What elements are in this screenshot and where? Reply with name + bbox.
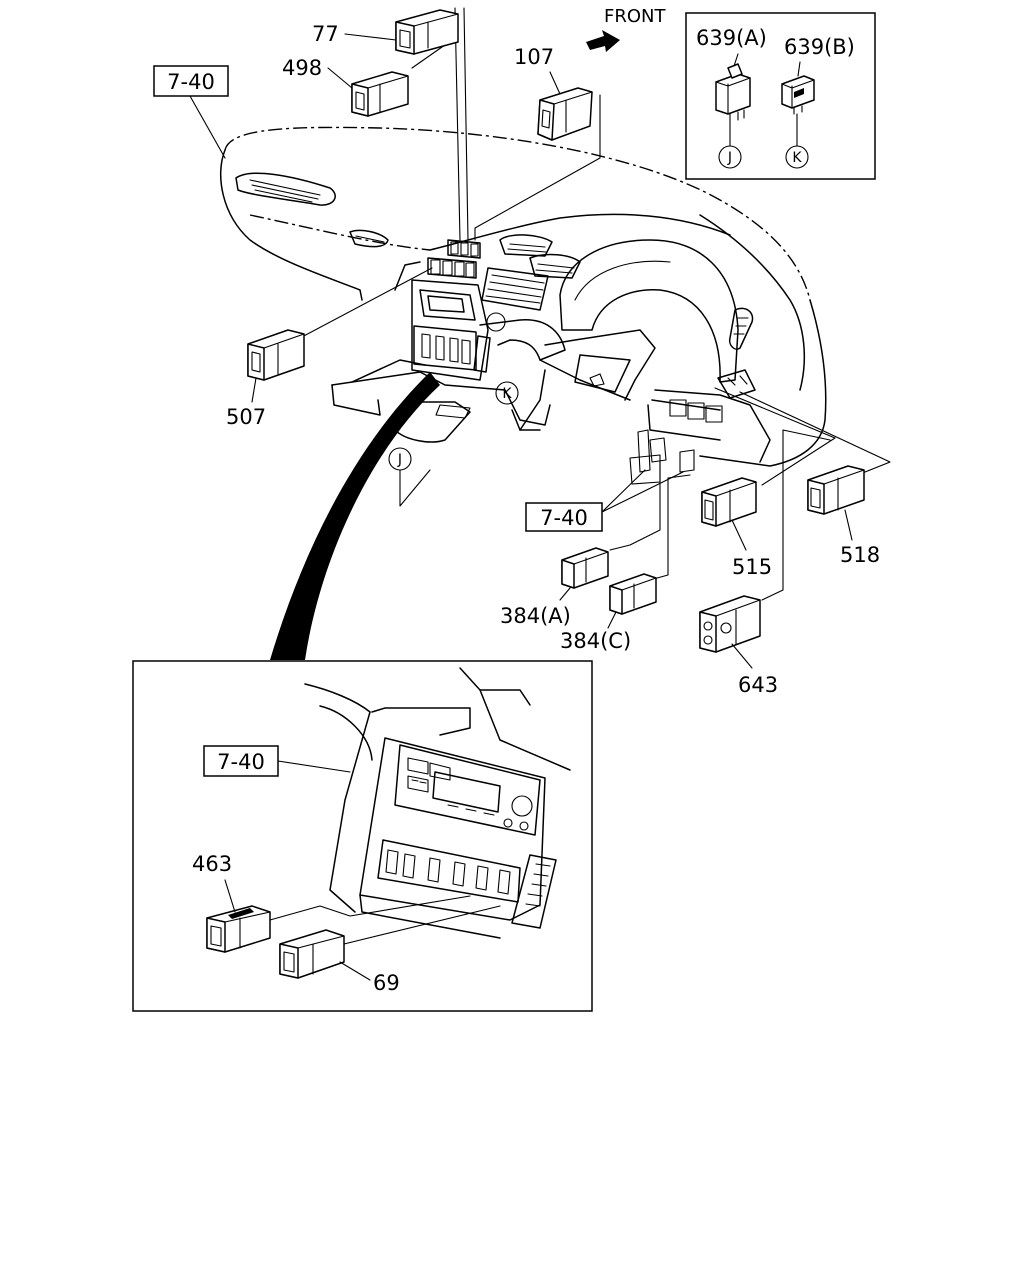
- label-463: 463: [192, 852, 232, 876]
- front-direction: FRONT: [586, 6, 666, 52]
- switch-384c: 384(C): [560, 573, 657, 653]
- detail-j-label: J: [727, 150, 732, 166]
- center-switch-sockets: [629, 429, 695, 485]
- switch-107: 107: [514, 45, 593, 141]
- label-498: 498: [282, 56, 322, 80]
- ref-box-center-switches: 7-40: [525, 469, 684, 532]
- left-center-vent: [349, 229, 389, 248]
- label-515: 515: [732, 555, 772, 579]
- ref-box-main-dash: 7-40: [153, 65, 229, 159]
- front-label: FRONT: [604, 6, 666, 27]
- dashboard-outline: [219, 126, 827, 467]
- label-507: 507: [226, 405, 266, 429]
- switch-639a: [715, 53, 751, 147]
- label-639b: 639(B): [784, 35, 855, 59]
- detail-k-label: K: [792, 150, 802, 166]
- label-518: 518: [840, 543, 880, 567]
- center-vents: [481, 234, 581, 311]
- label-643: 643: [738, 673, 778, 697]
- switch-515: 515: [701, 477, 772, 579]
- label-107: 107: [514, 45, 554, 69]
- switch-463: 463: [192, 852, 471, 953]
- switch-77: 77: [312, 9, 459, 55]
- switch-384a: 384(A): [500, 547, 609, 628]
- label-69: 69: [373, 971, 400, 995]
- center-console: [331, 261, 656, 443]
- switch-498: 498: [282, 56, 409, 117]
- inset-detail-box: 7-40 463 69: [132, 660, 593, 1012]
- ref-label-inset: 7-40: [217, 750, 265, 774]
- ref-label-center-switches: 7-40: [540, 506, 588, 530]
- detail-box-639: 639(A) 639(B) J K: [685, 12, 876, 180]
- label-384a: 384(A): [500, 604, 571, 628]
- switch-518: 518: [807, 465, 880, 567]
- label-639a: 639(A): [696, 26, 767, 50]
- front-arrow-icon: [586, 30, 620, 52]
- callout-k: K: [495, 381, 519, 405]
- callout-j-label: J: [397, 452, 402, 468]
- ref-label-main-dash: 7-40: [167, 70, 215, 94]
- upper-switch-sockets: [427, 239, 481, 279]
- right-lower-panel: [647, 369, 771, 463]
- instrument-cluster: [559, 239, 754, 383]
- switch-639b: [781, 61, 815, 147]
- callout-j: J: [388, 447, 431, 507]
- label-384c: 384(C): [560, 629, 631, 653]
- label-77: 77: [312, 22, 339, 46]
- left-air-vent: [235, 172, 336, 206]
- detail-callout-wedge: [270, 372, 440, 660]
- switch-643: 643: [699, 595, 778, 697]
- switch-69: 69: [279, 905, 501, 995]
- switch-507: 507: [226, 329, 305, 429]
- callout-k-label: K: [502, 386, 512, 402]
